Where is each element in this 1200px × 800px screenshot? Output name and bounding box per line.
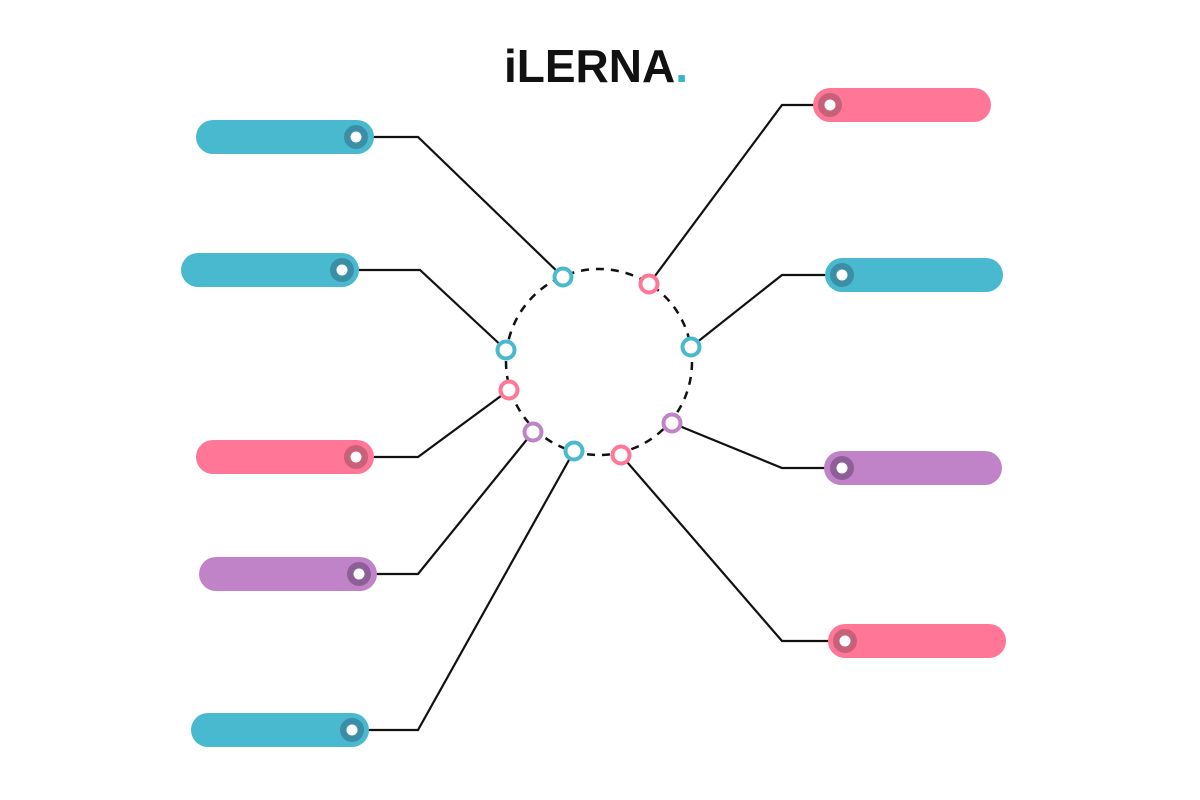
left-connector-5 [352, 450, 575, 732]
logo-text: iLERNA [504, 40, 676, 92]
hub-node-left-5 [563, 440, 585, 462]
right-connector-2 [690, 273, 842, 348]
hub-node-left-2 [495, 339, 517, 361]
right-connector-1 [648, 103, 830, 285]
left-connector-2 [342, 268, 507, 351]
left-connector-3 [356, 389, 510, 459]
ilerna-logo: iLERNA. [504, 38, 688, 94]
right-pill-knob-center-2 [836, 269, 848, 281]
hub-node-right-1 [638, 273, 660, 295]
left-connector-1 [356, 135, 564, 278]
right-label-pill-1 [813, 88, 991, 122]
left-label-pill-2 [181, 253, 359, 287]
left-label-pill-5 [191, 713, 369, 747]
right-connector-3 [671, 421, 842, 470]
left-pill-knob-center-2 [336, 264, 348, 276]
right-pill-knob-center-4 [839, 635, 851, 647]
hub-node-right-3 [661, 412, 683, 434]
right-label-pill-4 [828, 624, 1006, 658]
left-pill-knob-center-1 [350, 131, 362, 143]
hub-nodes [495, 266, 702, 466]
left-label-pill-1 [196, 120, 374, 154]
hub-node-left-3 [498, 379, 520, 401]
hub-node-right-4 [610, 444, 632, 466]
hub-node-right-2 [680, 336, 702, 358]
left-pill-knob-center-5 [346, 724, 358, 736]
hub-node-left-4 [522, 421, 544, 443]
dashed-hub-circle [504, 267, 694, 457]
connector-lines [342, 103, 845, 732]
right-label-pill-2 [825, 258, 1003, 292]
left-label-pill-3 [196, 440, 374, 474]
left-label-pill-4 [199, 557, 377, 591]
label-pills [181, 88, 1006, 747]
right-label-pill-3 [824, 451, 1002, 485]
left-pill-knob-center-3 [350, 451, 362, 463]
left-connector-4 [359, 431, 534, 576]
logo-period: . [675, 40, 689, 92]
hub-node-left-1 [552, 266, 574, 288]
left-pill-knob-center-4 [353, 568, 365, 580]
right-pill-knob-center-3 [836, 462, 848, 474]
right-connector-4 [620, 454, 845, 643]
right-pill-knob-center-1 [824, 99, 836, 111]
